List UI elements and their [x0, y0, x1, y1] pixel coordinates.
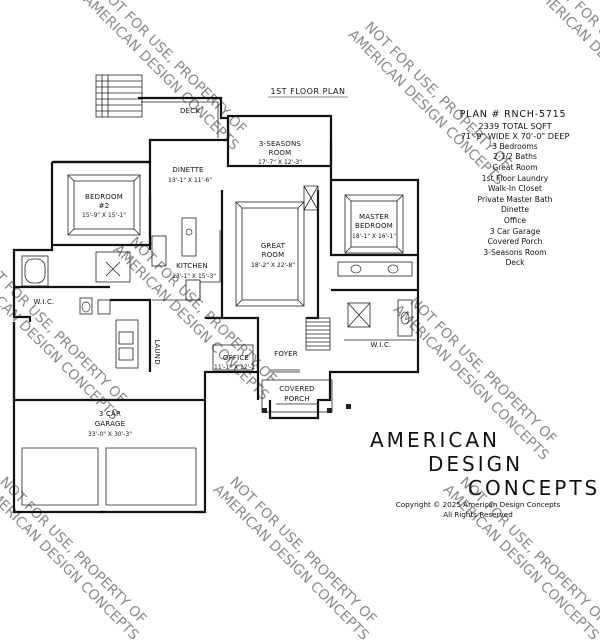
seasons-label: 3-SEASONS — [259, 140, 301, 148]
plan-dimensions: 71'-9" WIDE X 70'-0" DEEP — [460, 131, 570, 142]
kitchen-dim: 13'-1" X 15'-3" — [172, 273, 216, 280]
deck-label: DECK — [180, 107, 200, 115]
copyright-line-2: All Rights Reserved — [443, 510, 513, 519]
kitchen-label: KITCHEN — [176, 262, 208, 270]
porch-label-2: PORCH — [284, 395, 309, 403]
kitchen-range — [151, 235, 167, 267]
covered-porch — [261, 379, 333, 413]
master-shower — [347, 302, 371, 328]
deck-stairs — [95, 74, 143, 118]
kitchen-island — [181, 217, 197, 257]
feature-item: Office — [503, 215, 527, 225]
great-room-dim: 18'-2" X 22'-8" — [251, 262, 295, 269]
fireplace — [303, 185, 319, 211]
bedroom2-dim: 15'-9" X 15'-1" — [82, 212, 126, 219]
interior-stairs — [305, 317, 331, 351]
great-room-label-2: ROOM — [262, 251, 285, 259]
feature-item: 2-1/2 Baths — [493, 152, 537, 162]
master-label-2: BEDROOM — [355, 222, 393, 230]
total-sqft: 2339 TOTAL SQFT — [478, 120, 552, 131]
feature-item: 3 Bedrooms — [492, 141, 538, 151]
master-label: MASTER — [359, 213, 389, 221]
brand-line-3: CONCEPTS — [468, 476, 600, 500]
feature-item: Deck — [505, 258, 525, 268]
feature-item: Private Master Bath — [477, 194, 553, 204]
office-dim: 11'-1" X 12'-2" — [214, 364, 258, 371]
plan-info: PLAN # RNCH-5715 2339 TOTAL SQFT 71'-9" … — [430, 109, 600, 269]
plan-number: PLAN # RNCH-5715 — [459, 109, 567, 120]
deck-outline — [138, 96, 230, 140]
feature-item: 3-Seasons Room — [483, 247, 547, 257]
dinette-dim: 13'-1" X 11'-6" — [168, 177, 212, 184]
bedroom2-label-2: #2 — [99, 202, 110, 210]
garage-doors — [21, 447, 197, 506]
seasons-label-2: ROOM — [269, 149, 292, 157]
garage-walls — [12, 322, 207, 514]
garage-label-2: GARAGE — [95, 420, 126, 428]
left-shower — [95, 251, 131, 283]
feature-item: 3 Car Garage — [489, 226, 541, 236]
great-room-label: GREAT — [261, 242, 286, 250]
wic-right-label: W.I.C. — [371, 341, 392, 349]
feature-item: Dinette — [500, 205, 530, 215]
dinette-label: DINETTE — [172, 166, 203, 174]
feature-item: Covered Porch — [487, 237, 543, 247]
house-outline — [12, 138, 420, 420]
feature-item: Walk-In Closet — [487, 184, 543, 194]
garage-dim: 33'-0" X 30'-3" — [88, 431, 132, 438]
feature-item: 1st Floor Laundry — [481, 173, 549, 183]
office-label: OFFICE — [223, 354, 249, 362]
plan-title: 1ST FLOOR PLAN — [271, 87, 346, 96]
seasons-dim: 17'-7" X 12'-3" — [258, 159, 302, 166]
copyright: Copyright © 2025 American Design Concept… — [368, 500, 588, 520]
bedroom2-label: BEDROOM — [85, 193, 123, 201]
copyright-line-1: Copyright © 2025 American Design Concept… — [395, 500, 561, 509]
porch-label: COVERED — [279, 385, 315, 393]
brand-line-2: DESIGN — [428, 452, 524, 476]
laundry-room — [115, 319, 139, 369]
garage-label: 3 CAR — [99, 410, 121, 418]
foyer-label: FOYER — [274, 350, 298, 358]
brand-line-1: AMERICAN — [370, 428, 500, 452]
master-vanity — [337, 261, 413, 277]
wic-left-label: W.I.C. — [34, 298, 55, 306]
master-dim: 18'-1" X 16'-1" — [352, 233, 396, 240]
floor-plan-drawing: 1ST FLOOR PLAN DECK 3-SEASONS ROOM 17'-7… — [12, 74, 420, 514]
laundry-label: LAUND — [153, 339, 161, 365]
feature-item: Great Room — [492, 162, 538, 172]
left-tub — [21, 255, 49, 287]
